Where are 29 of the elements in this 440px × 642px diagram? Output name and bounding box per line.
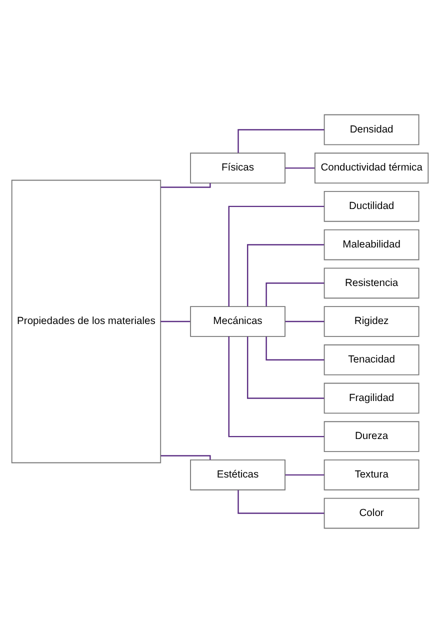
connector bbox=[228, 336, 324, 437]
connector bbox=[247, 336, 324, 398]
node-box: Dureza bbox=[324, 420, 420, 452]
connector bbox=[266, 336, 324, 360]
node-box: Estéticas bbox=[190, 459, 286, 490]
connector bbox=[285, 320, 324, 322]
node-box: Fragilidad bbox=[324, 382, 420, 414]
connector bbox=[160, 320, 190, 322]
connector bbox=[228, 205, 324, 306]
node-box: Rigidez bbox=[324, 306, 420, 336]
connector bbox=[247, 244, 324, 306]
node-box: Mecánicas bbox=[190, 306, 286, 336]
connector bbox=[160, 182, 211, 188]
node-box: Conductividad térmica bbox=[314, 152, 429, 183]
node-box: Resistencia bbox=[324, 267, 420, 298]
connector bbox=[285, 166, 315, 168]
node-box: Tenacidad bbox=[324, 344, 420, 375]
connector bbox=[266, 282, 324, 306]
connector bbox=[238, 128, 324, 152]
node-box: Propiedades de los materiales bbox=[11, 179, 162, 463]
node-box: Ductilidad bbox=[324, 190, 420, 222]
node-box: Color bbox=[324, 497, 420, 528]
connector bbox=[160, 454, 211, 460]
connector bbox=[285, 474, 324, 476]
connector bbox=[238, 490, 324, 514]
node-box: Maleabilidad bbox=[324, 228, 420, 260]
node-box: Densidad bbox=[324, 114, 420, 145]
node-box: Textura bbox=[324, 459, 420, 490]
node-box: Físicas bbox=[190, 152, 286, 183]
